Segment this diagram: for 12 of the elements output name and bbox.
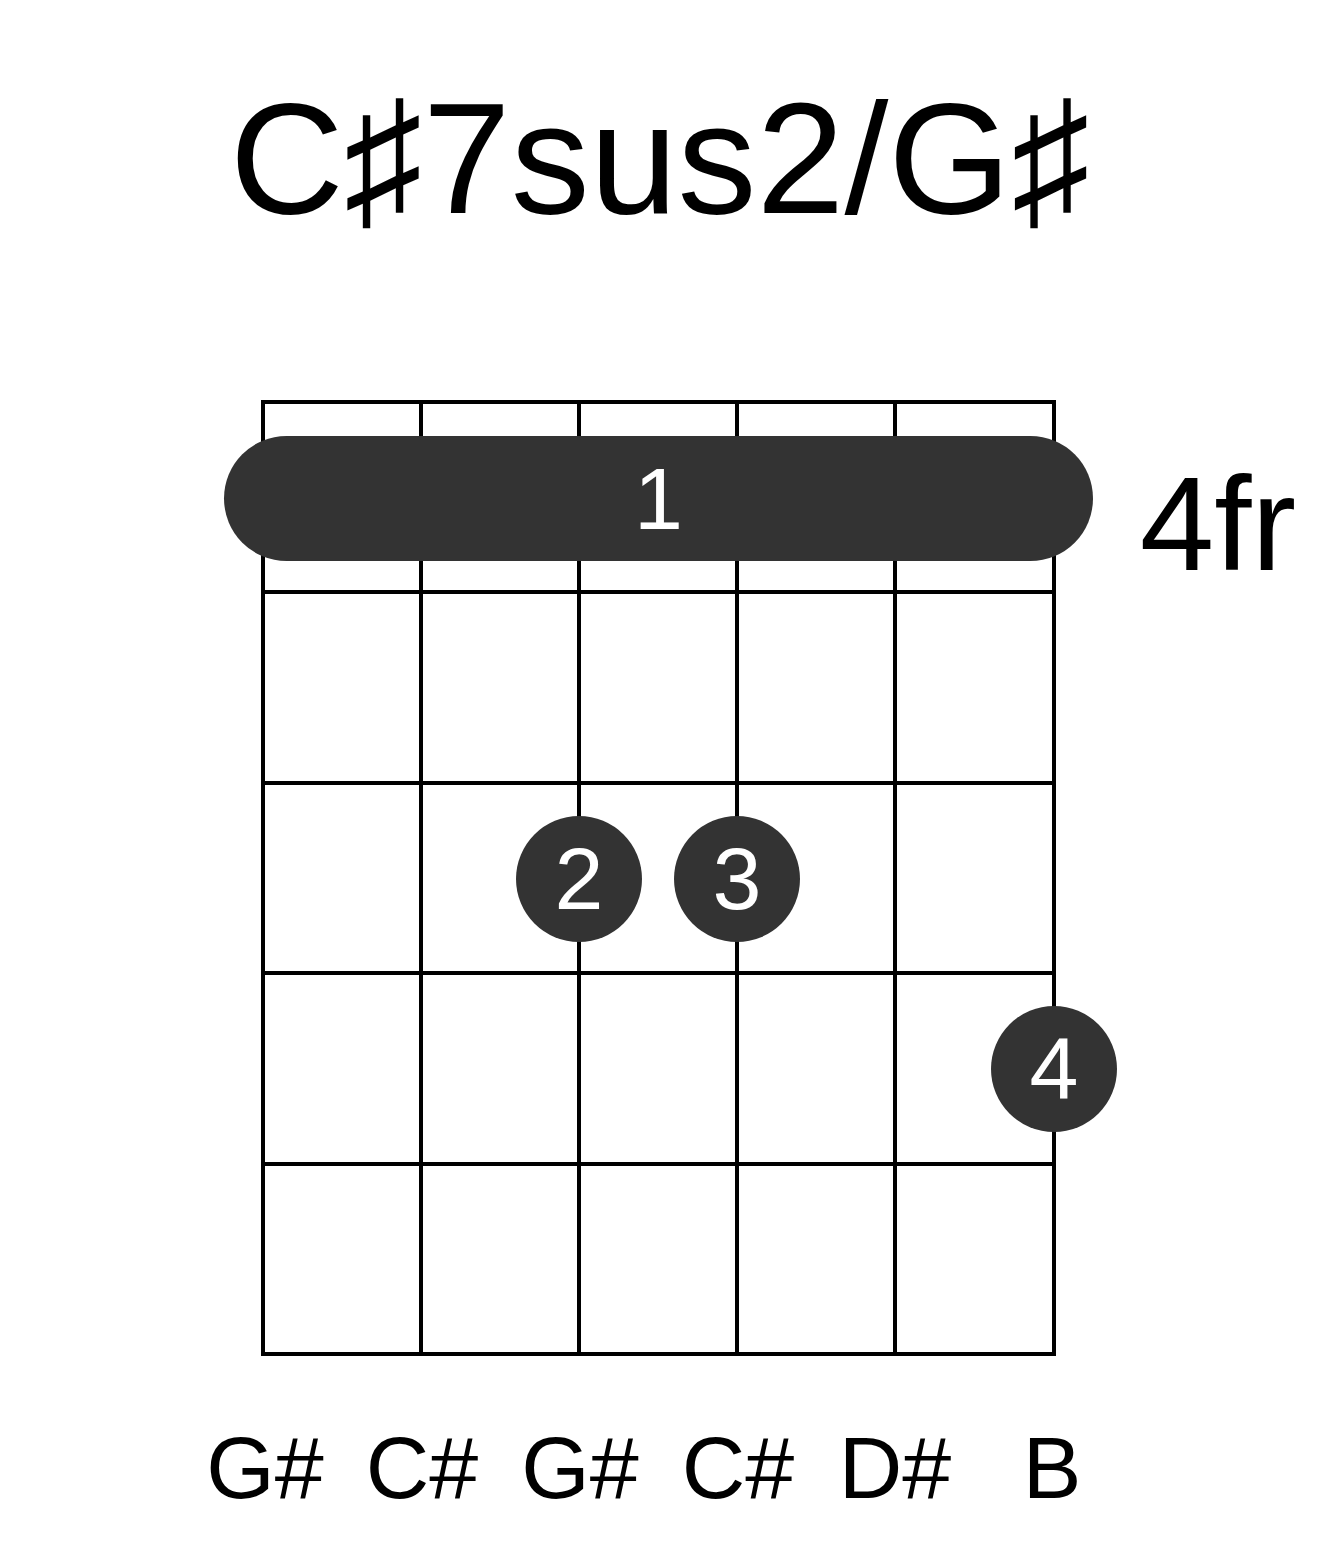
finger-dot: 2: [516, 816, 642, 942]
fret-position-label: 4fr: [1139, 457, 1297, 591]
string-note-label: B: [1022, 1424, 1082, 1512]
string-note-label: C#: [365, 1424, 479, 1512]
string-note-label: G#: [206, 1424, 324, 1512]
finger-dot: 3: [674, 816, 800, 942]
barre-marker: 1: [224, 436, 1093, 561]
string-note-label: G#: [521, 1424, 639, 1512]
chord-title: C♯7sus2/G♯: [229, 79, 1091, 237]
finger-dot: 4: [991, 1006, 1117, 1132]
string-note-label: C#: [681, 1424, 795, 1512]
string-note-label: D#: [838, 1424, 952, 1512]
